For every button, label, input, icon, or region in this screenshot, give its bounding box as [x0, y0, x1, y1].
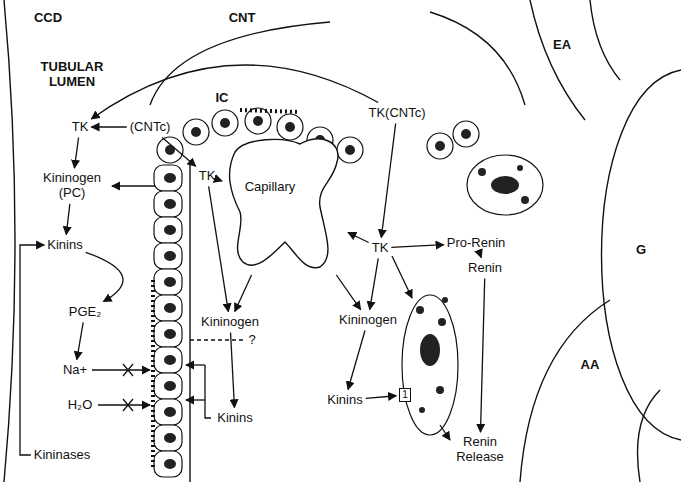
- cell-nuclei: [164, 173, 176, 469]
- connector-arrow: [480, 278, 484, 432]
- connector-arrow: [77, 322, 83, 359]
- connector-arrow: [74, 137, 78, 168]
- receptor-box: 1: [399, 388, 411, 402]
- node-text: Kinins: [47, 238, 82, 253]
- text-node: PGE₂: [69, 305, 102, 320]
- node-text: Kininogen: [201, 315, 259, 330]
- text-node: Kinins: [217, 411, 252, 426]
- node-text: Kininogen (PC): [36, 171, 108, 201]
- part-label: ?: [248, 333, 255, 348]
- connector-arrow: [366, 396, 397, 399]
- connector-arrow: [218, 180, 222, 181]
- connector-arrow: [20, 245, 44, 455]
- connector-arrow: [231, 332, 235, 407]
- text-node: H₂O: [68, 398, 93, 413]
- capillary-shape: Capillary: [225, 132, 345, 272]
- tubule-wall: [430, 12, 525, 105]
- connector-arrow: [348, 233, 369, 243]
- text-node: Na+: [63, 363, 87, 378]
- connector-arrow: [336, 275, 360, 310]
- part-label: CCD: [34, 11, 62, 26]
- text-node: Renin Release: [450, 435, 510, 465]
- connector-arrow: [162, 137, 196, 166]
- part-label: G: [636, 243, 646, 258]
- node-text: 1: [402, 389, 408, 401]
- node-text: Renin: [468, 261, 502, 276]
- connector-arrow: [391, 245, 443, 248]
- connector-arrow: [209, 186, 229, 311]
- text-node: (CNTc): [130, 120, 170, 135]
- node-text: Renin Release: [450, 435, 510, 465]
- node-text: TK: [199, 169, 216, 184]
- node-text: Kinins: [327, 393, 362, 408]
- node-text: TK(CNTc): [368, 106, 425, 121]
- node-text: TK: [372, 241, 389, 256]
- afferent-arteriole: [520, 300, 610, 482]
- text-node: Renin: [468, 261, 502, 276]
- text-node: Kininogen: [339, 313, 397, 328]
- node-text: Kininogen: [339, 313, 397, 328]
- text-node: Kininogen (PC): [36, 171, 108, 201]
- text-node: Kininogen: [201, 315, 259, 330]
- connector-arrow: [66, 204, 70, 235]
- connector-arrow: [348, 330, 365, 389]
- node-text: PGE₂: [69, 305, 102, 320]
- text-node: Kinins: [47, 238, 82, 253]
- jg-cells: [402, 155, 543, 435]
- connector-arrow: [381, 123, 395, 237]
- node-text: Na+: [63, 363, 87, 378]
- part-label: CNT: [229, 11, 256, 26]
- node-text: Kininases: [34, 448, 90, 463]
- connector-arrow: [91, 126, 126, 127]
- part-label: AA: [581, 358, 600, 373]
- connector-arrow: [480, 253, 481, 257]
- ccd-cells: [154, 165, 182, 477]
- node-text: Capillary: [245, 180, 296, 195]
- text-node: Kininases: [34, 448, 90, 463]
- connector-arrow: [370, 258, 379, 309]
- text-node: TK: [199, 169, 216, 184]
- text-node: Pro-Renin: [447, 236, 506, 251]
- text-node: TK(CNTc): [368, 106, 425, 121]
- part-label: IC: [216, 91, 229, 106]
- connector-arrow: [235, 275, 252, 312]
- text-node: TK: [372, 241, 389, 256]
- part-label: EA: [553, 38, 571, 53]
- efferent-arteriole: [590, 0, 620, 80]
- capillary-outline: [225, 132, 345, 272]
- efferent-arteriole: [530, 0, 585, 120]
- node-text: H₂O: [68, 398, 93, 413]
- afferent-arteriole: [638, 390, 661, 482]
- tubule-wall: [189, 160, 190, 482]
- basal-infoldings: [151, 280, 155, 470]
- part-label: TUBULAR LUMEN: [32, 60, 112, 90]
- text-node: TK: [72, 120, 89, 135]
- tubule-wall: [150, 22, 330, 105]
- node-text: Kinins: [217, 411, 252, 426]
- glomerulus: [602, 70, 681, 440]
- connector-arrow: [86, 252, 123, 301]
- text-node: Kinins: [327, 393, 362, 408]
- node-text: Pro-Renin: [447, 236, 506, 251]
- tubule-wall: [4, 0, 15, 482]
- connector-arrow: [91, 65, 378, 119]
- node-text: (CNTc): [130, 120, 170, 135]
- node-text: TK: [72, 120, 89, 135]
- microvilli: [240, 110, 300, 112]
